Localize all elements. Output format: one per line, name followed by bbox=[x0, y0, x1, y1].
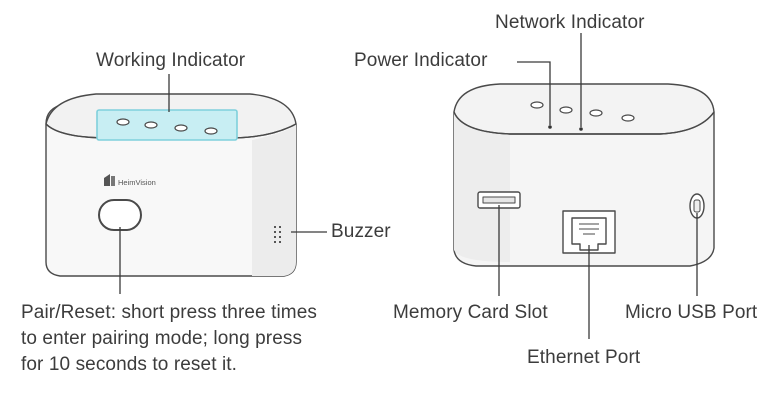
label-power-indicator: Power Indicator bbox=[354, 50, 488, 71]
left-device bbox=[45, 93, 297, 277]
working-indicator-highlight bbox=[96, 109, 238, 141]
pair-reset-line-2: to enter pairing mode; long press bbox=[21, 328, 303, 349]
memory-card-slot bbox=[477, 191, 521, 209]
pair-reset-line-3: for 10 seconds to reset it. bbox=[21, 354, 238, 375]
label-ethernet-port: Ethernet Port bbox=[527, 347, 641, 368]
right-device-top bbox=[453, 83, 715, 135]
label-network-indicator: Network Indicator bbox=[495, 12, 645, 33]
label-micro-usb-port: Micro USB Port bbox=[625, 302, 758, 323]
ethernet-port bbox=[562, 210, 616, 254]
pair-reset-button bbox=[98, 199, 142, 231]
label-buzzer: Buzzer bbox=[331, 221, 391, 242]
leader-power-indicator bbox=[517, 61, 551, 125]
leader-lines bbox=[119, 33, 698, 339]
buzzer-holes bbox=[274, 226, 281, 243]
power-indicator-dot bbox=[548, 125, 552, 129]
label-memory-card-slot: Memory Card Slot bbox=[393, 302, 548, 323]
brand-logo bbox=[104, 174, 115, 186]
network-indicator-dot bbox=[579, 127, 583, 131]
label-working-indicator: Working Indicator bbox=[96, 50, 246, 71]
right-device-body bbox=[453, 111, 715, 267]
brand-logo-text: HeimVision bbox=[118, 178, 156, 187]
pair-reset-line-1: Pair/Reset: short press three times bbox=[21, 302, 317, 323]
right-device bbox=[453, 83, 715, 267]
label-pair-reset: Pair/Reset: short press three times to e… bbox=[21, 300, 381, 378]
